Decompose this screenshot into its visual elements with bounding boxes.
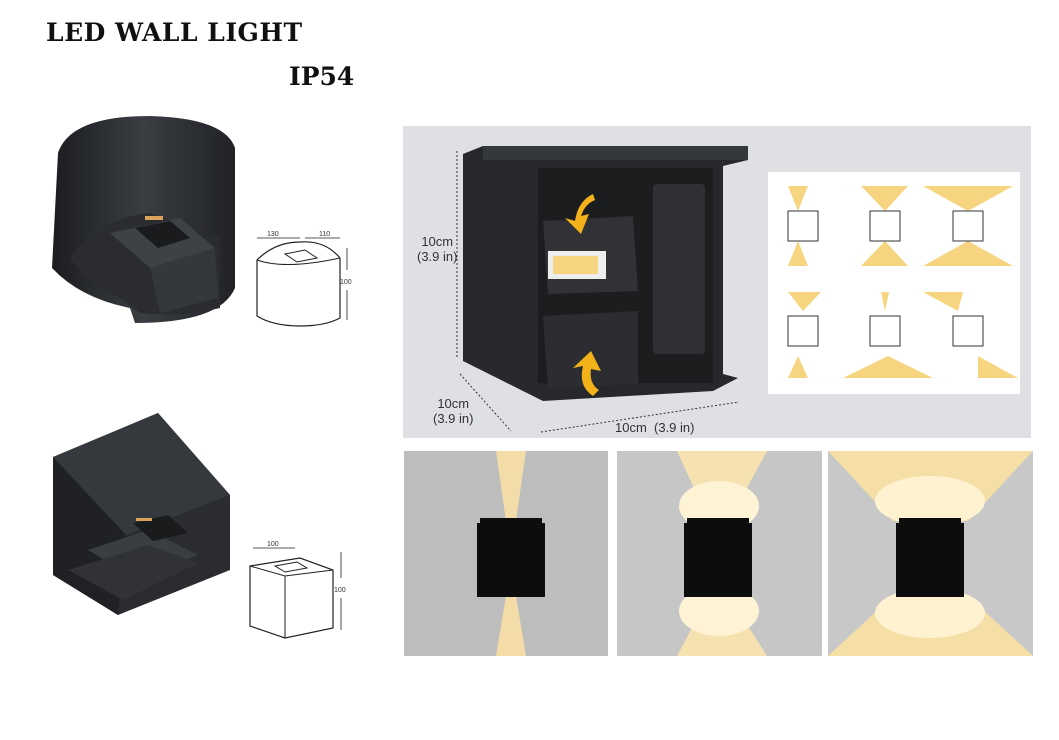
ip-rating: IP54 (289, 62, 355, 91)
light-effect-image (828, 451, 1033, 656)
beam-angle-icon (787, 186, 1018, 378)
square-dimension-drawing: 100 100 (249, 541, 346, 639)
depth-in-label: (3.9 in) (433, 411, 474, 426)
width-label: 10cm (3.9 in) (615, 420, 695, 435)
height-cm-label: 10cm (421, 234, 454, 249)
height-in-label: (3.9 in) (417, 249, 458, 264)
dimension-panel: 10cm (3.9 in) 10cm (3.9 in) 10cm (3.9 in… (403, 126, 1031, 438)
light-effect-image (404, 451, 608, 656)
light-effect-image (617, 451, 822, 656)
page-title: LED WALL LIGHT (46, 18, 303, 47)
square-lamp-photo (53, 413, 230, 615)
square-height-label: 100 (334, 587, 346, 594)
round-width-label: 130 (267, 231, 279, 238)
round-dimension-drawing: 130 110 100 (256, 231, 352, 327)
depth-cm-label: 10cm (437, 396, 470, 411)
rotate-arrow-icon (573, 351, 601, 396)
round-height-label: 100 (340, 279, 352, 286)
round-depth-label: 110 (319, 231, 330, 238)
round-lamp-photo (52, 116, 235, 323)
square-width-label: 100 (267, 541, 279, 548)
rotate-arrow-icon (565, 194, 595, 234)
